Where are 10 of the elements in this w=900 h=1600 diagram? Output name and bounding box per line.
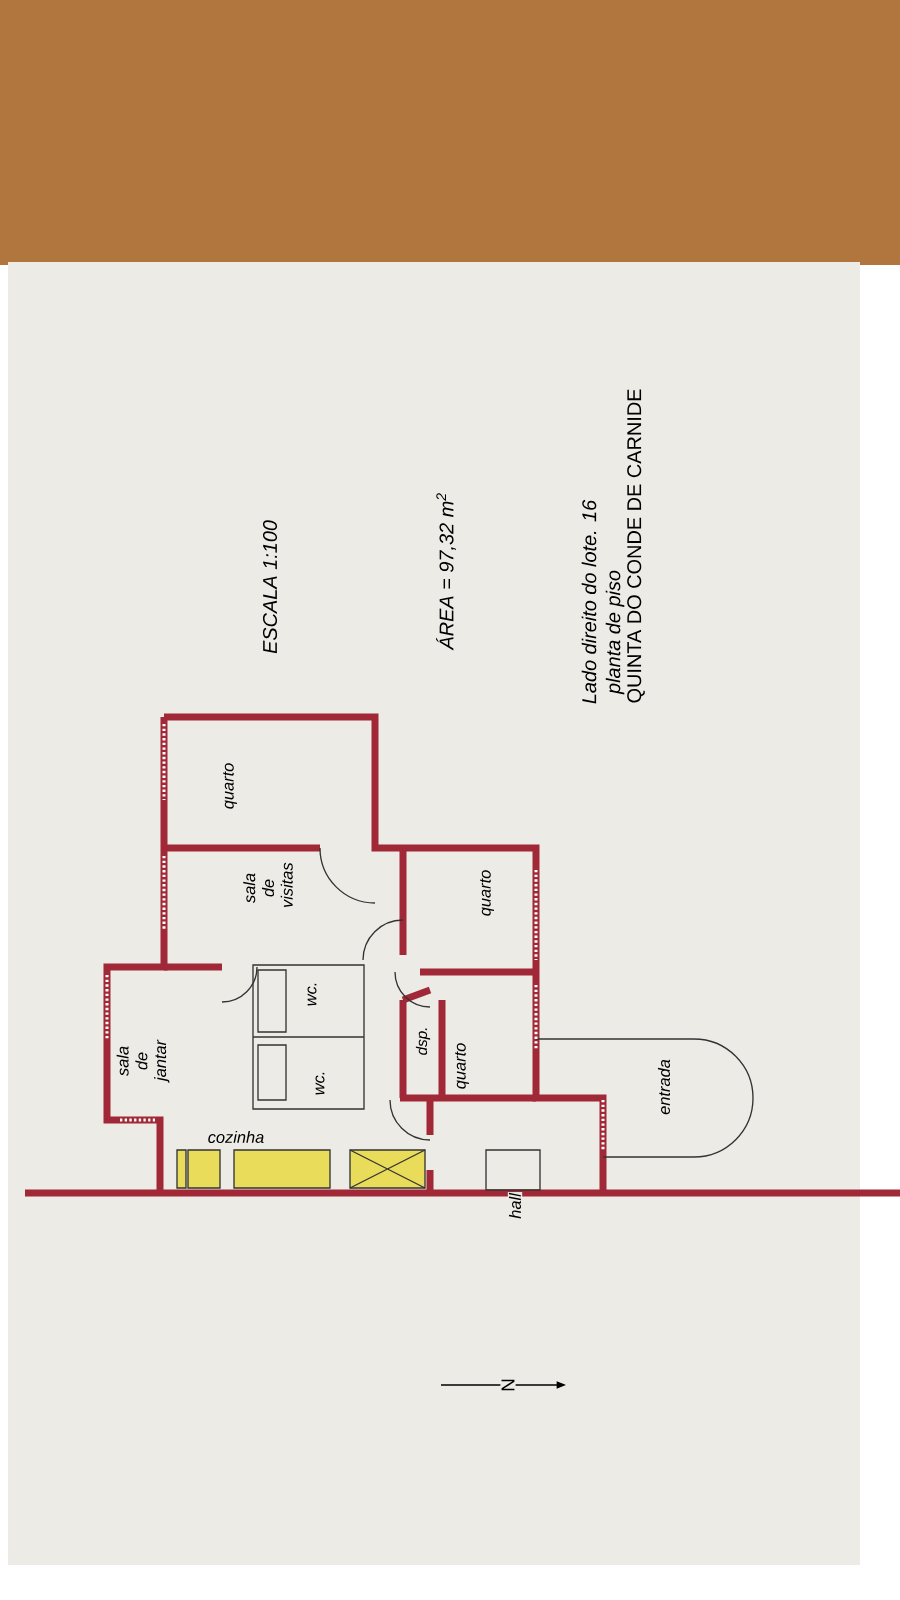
north-label: N [500, 1377, 516, 1393]
site-title: QUINTA DO CONDE DE CARNIDE [627, 389, 645, 703]
room-label: wc. [306, 980, 318, 1008]
plan-label: planta de piso [605, 570, 625, 695]
room-label: sala de jantar [115, 1039, 171, 1083]
room-label: sala de visitas [242, 862, 294, 910]
area-label: ÁREA = 97,32 m$^{2}$ [436, 493, 456, 651]
scale-label: ESCALA 1:100 [262, 520, 278, 654]
lot-label: Lado direito do lote. 16 [581, 499, 597, 704]
room-label: wc. [314, 1069, 326, 1097]
